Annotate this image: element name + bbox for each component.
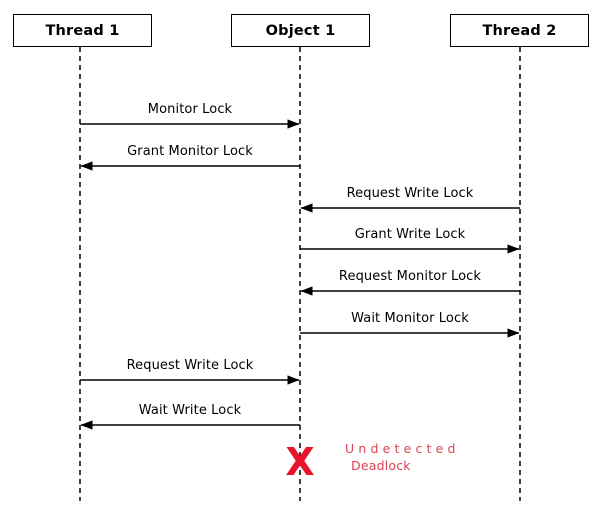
deadlock-caption-line-2: Deadlock	[351, 457, 411, 473]
deadlock-cross-icon: X	[285, 440, 315, 484]
deadlock-caption-line-1: Undetected	[345, 441, 460, 456]
message-label-5: Wait Monitor Lock	[351, 311, 469, 326]
message-arrows-group	[80, 119, 520, 430]
message-label-0: Monitor Lock	[147, 102, 233, 117]
participant-box-object-1[interactable]: Object 1	[231, 14, 370, 47]
message-label-3: Grant Write Lock	[354, 227, 466, 242]
message-label-6: Request Write Lock	[126, 358, 254, 373]
message-label-2: Request Write Lock	[346, 186, 474, 201]
participant-label-object-1: Object 1	[265, 22, 336, 39]
message-label-1: Grant Monitor Lock	[127, 144, 253, 159]
participant-label-thread-2: Thread 2	[482, 22, 557, 39]
participant-label-thread-1: Thread 1	[45, 22, 120, 39]
message-label-7: Wait Write Lock	[138, 403, 242, 418]
deadlock-caption: Undetected Deadlock	[345, 441, 460, 475]
participant-box-thread-1[interactable]: Thread 1	[13, 14, 152, 47]
message-label-4: Request Monitor Lock	[338, 269, 482, 284]
participant-box-thread-2[interactable]: Thread 2	[450, 14, 589, 47]
